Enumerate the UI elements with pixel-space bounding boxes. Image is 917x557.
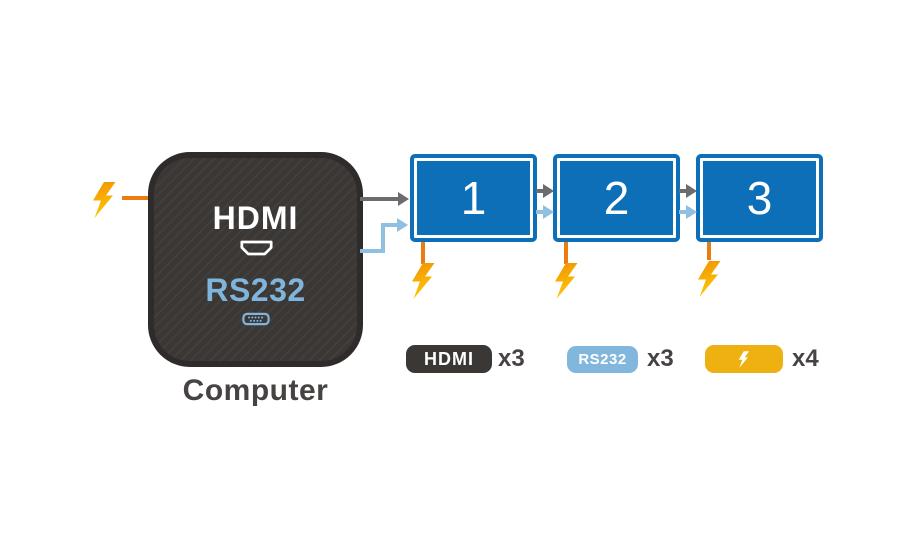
legend-power-badge xyxy=(705,345,783,373)
arrow-head-icon xyxy=(397,218,408,232)
legend-hdmi-badge: HDMI xyxy=(406,345,492,373)
legend-hdmi-badge-label: HDMI xyxy=(424,348,474,369)
legend-hdmi-count: x3 xyxy=(498,345,525,372)
power-cord xyxy=(421,242,425,264)
rs232-cable xyxy=(679,210,688,214)
display-3: 3 xyxy=(696,154,823,242)
rs232-cable xyxy=(536,210,545,214)
power-bolt-icon xyxy=(698,261,721,297)
arrow-head-icon xyxy=(543,184,554,198)
power-bolt-icon xyxy=(738,350,750,368)
display-2: 2 xyxy=(553,154,680,242)
computer-label: Computer xyxy=(182,374,329,407)
power-cord xyxy=(122,196,150,200)
display-number: 1 xyxy=(460,172,487,224)
hdmi-cable xyxy=(536,189,545,193)
arrow-head-icon xyxy=(686,184,697,198)
hdmi-cable xyxy=(679,189,688,193)
hdmi-cable xyxy=(360,197,400,201)
rs232-out-label: RS232 xyxy=(205,272,306,308)
rs232-cable xyxy=(381,223,385,253)
computer-box: HDMI RS232 xyxy=(148,152,363,367)
power-cord xyxy=(564,242,568,264)
rs232-cable xyxy=(381,223,399,227)
hdmi-out-label: HDMI xyxy=(212,200,299,236)
power-bolt-icon xyxy=(555,263,578,299)
display-1: 1 xyxy=(410,154,537,242)
db9-serial-connector-icon xyxy=(242,312,270,326)
rs232-cable xyxy=(360,249,385,253)
arrow-head-icon xyxy=(398,192,409,206)
arrow-head-icon xyxy=(543,205,554,219)
power-cord xyxy=(707,242,711,260)
power-bolt-icon xyxy=(412,263,435,299)
arrow-head-icon xyxy=(686,205,697,219)
display-number: 3 xyxy=(746,172,773,224)
legend-power-count: x4 xyxy=(792,345,819,372)
legend-rs232-badge: RS232 xyxy=(567,346,638,373)
legend-rs232-count: x3 xyxy=(647,345,674,372)
display-number: 2 xyxy=(603,172,630,224)
power-bolt-icon xyxy=(93,182,116,218)
legend-rs232-badge-label: RS232 xyxy=(578,351,627,368)
hdmi-connector-icon xyxy=(240,240,273,256)
